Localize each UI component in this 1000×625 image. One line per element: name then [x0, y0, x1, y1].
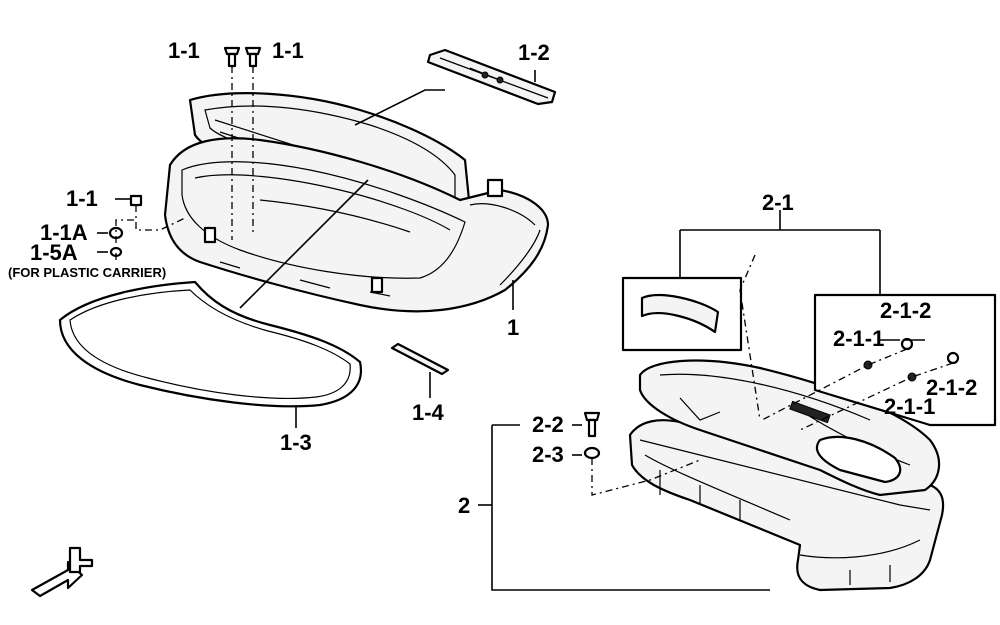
callout-1-4: 1-4	[412, 400, 445, 425]
note-plastic-carrier: (FOR PLASTIC CARRIER)	[8, 265, 166, 280]
box-seal-ring	[58, 280, 363, 408]
side-fastener-stack	[108, 194, 186, 262]
bolt-1-1-top	[223, 46, 262, 240]
callout-2-2: 2-2	[532, 412, 564, 437]
callout-1-1-side: 1-1	[66, 186, 98, 211]
callout-2-1-1-top: 2-1-1	[833, 326, 884, 351]
lid-strip-part	[426, 48, 557, 106]
callout-1-1a: 1-1A	[40, 220, 88, 245]
callout-1-3: 1-3	[280, 430, 312, 455]
callout-2-1: 2-1	[762, 190, 794, 215]
callout-2-1-2-top: 2-1-2	[880, 298, 931, 323]
callout-2-3: 2-3	[532, 442, 564, 467]
trim-strip-part	[390, 342, 450, 376]
front-direction-arrow-icon	[30, 546, 94, 598]
callout-2-1-2-bottom: 2-1-2	[926, 375, 977, 400]
callout-2-1-1-bottom: 2-1-1	[884, 394, 935, 419]
callout-1-2: 1-2	[518, 40, 550, 65]
fastener-inset-box	[761, 293, 997, 431]
pad-inset-box	[621, 276, 743, 352]
callout-1-5a: 1-5A	[30, 240, 78, 265]
top-box-body	[163, 92, 550, 313]
carrier-bolt	[583, 411, 701, 496]
callout-1: 1	[507, 315, 519, 340]
callout-2: 2	[458, 493, 470, 518]
carrier-base	[628, 359, 945, 592]
callout-1-1-right: 1-1	[272, 38, 304, 63]
callout-1-1-left: 1-1	[168, 38, 200, 63]
